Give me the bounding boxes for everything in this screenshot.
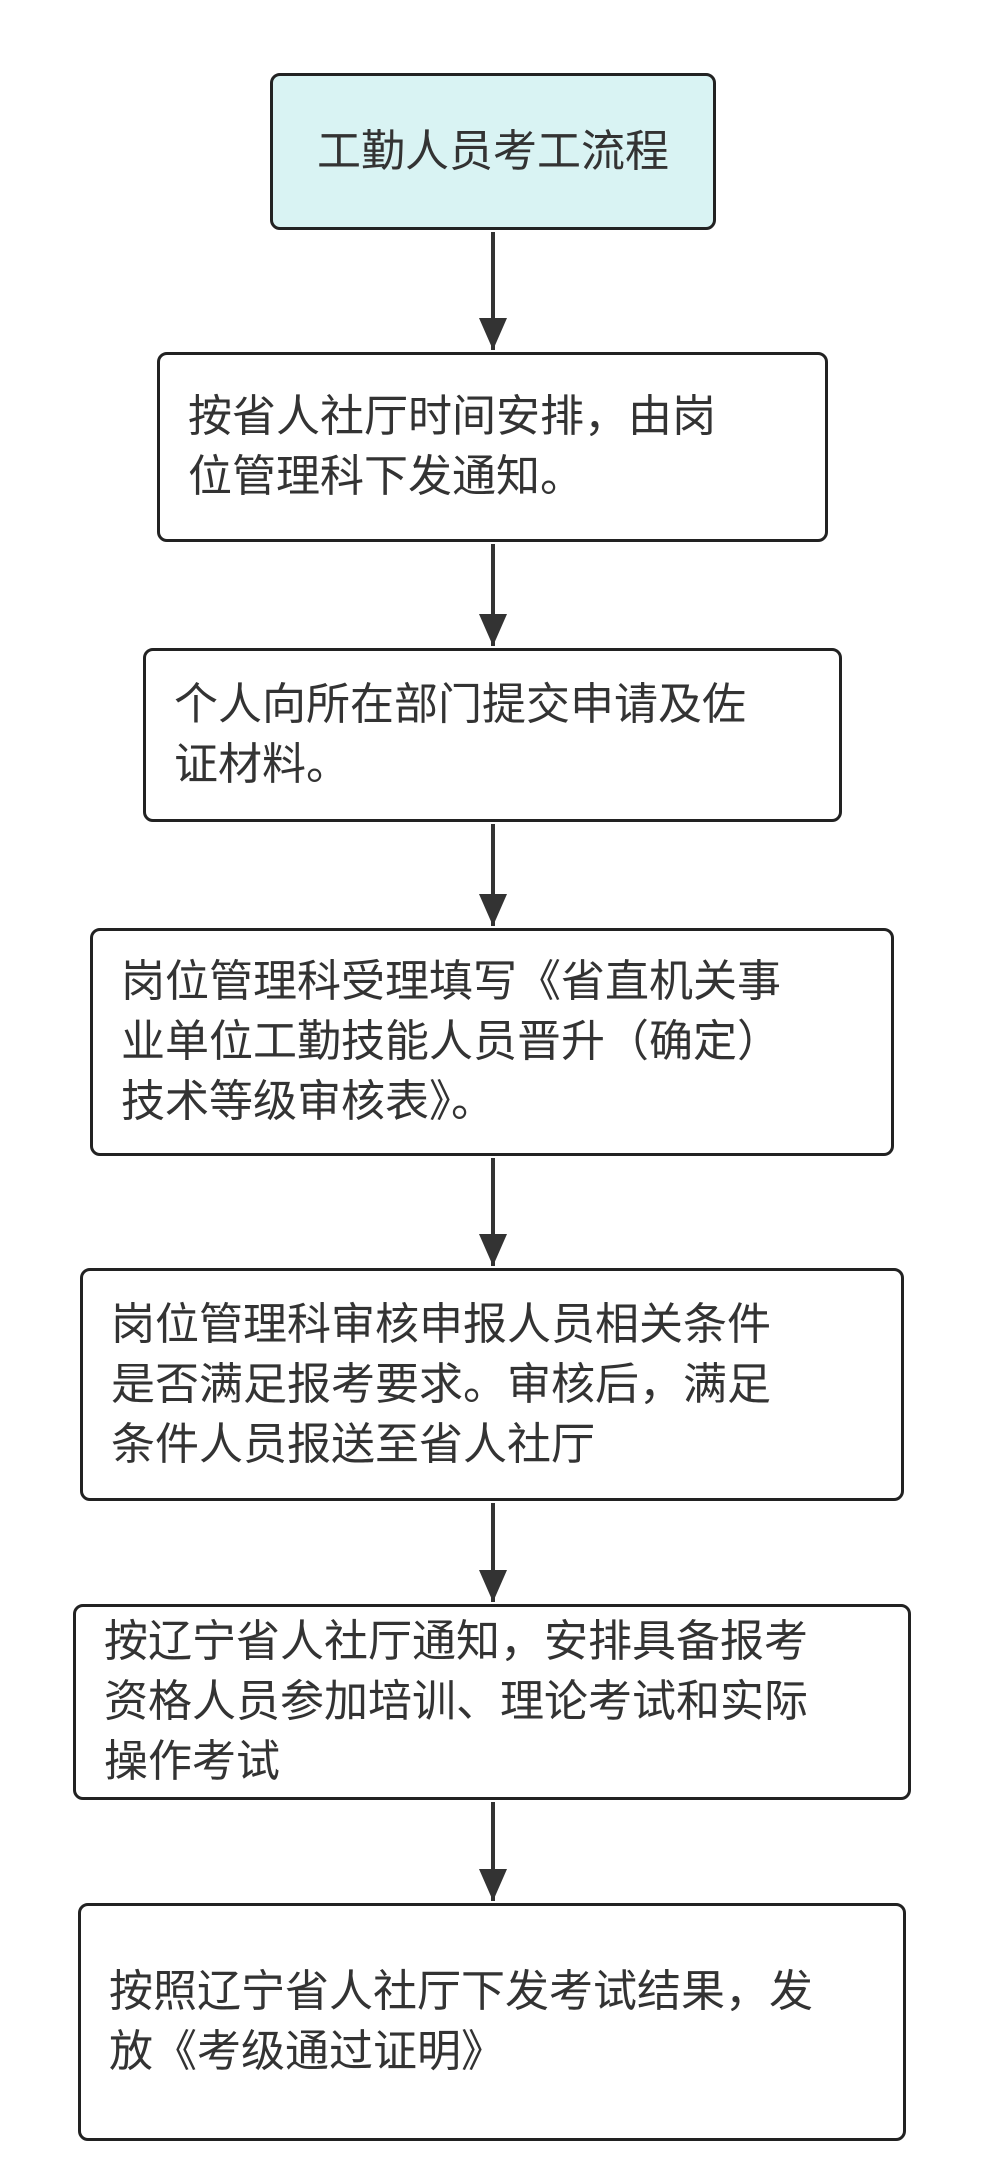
start-node: 工勤人员考工流程 bbox=[270, 73, 716, 230]
step-node-review: 岗位管理科审核申报人员相关条件 是否满足报考要求。审核后，满足 条件人员报送至省… bbox=[80, 1268, 904, 1501]
edge-step2-to-step3 bbox=[479, 824, 507, 926]
step-node-label: 按照辽宁省人社厅下发考试结果，发 放《考级通过证明》 bbox=[109, 1966, 813, 2077]
arrowhead-icon bbox=[479, 614, 507, 646]
edge-step3-to-step4 bbox=[479, 1158, 507, 1266]
arrowhead-icon bbox=[479, 1234, 507, 1266]
edge-start-to-step1 bbox=[479, 232, 507, 350]
step-node-label: 按省人社厅时间安排，由岗 位管理科下发通知。 bbox=[188, 391, 716, 502]
step-node-apply: 个人向所在部门提交申请及佐 证材料。 bbox=[143, 648, 842, 822]
step-node-label: 岗位管理科审核申报人员相关条件 是否满足报考要求。审核后，满足 条件人员报送至省… bbox=[111, 1298, 771, 1470]
step-node-accept-form: 岗位管理科受理填写《省直机关事 业单位工勤技能人员晋升（确定） 技术等级审核表》… bbox=[90, 928, 894, 1156]
arrowhead-icon bbox=[479, 1869, 507, 1901]
edge-step1-to-step2 bbox=[479, 544, 507, 646]
step-node-notice: 按省人社厅时间安排，由岗 位管理科下发通知。 bbox=[157, 352, 828, 542]
step-node-label: 个人向所在部门提交申请及佐 证材料。 bbox=[174, 679, 746, 790]
start-node-label: 工勤人员考工流程 bbox=[317, 125, 669, 177]
step-node-label: 按辽宁省人社厅通知，安排具备报考 资格人员参加培训、理论考试和实际 操作考试 bbox=[104, 1616, 808, 1787]
step-node-certificate: 按照辽宁省人社厅下发考试结果，发 放《考级通过证明》 bbox=[78, 1903, 906, 2141]
arrowhead-icon bbox=[479, 1570, 507, 1602]
arrowhead-icon bbox=[479, 318, 507, 350]
arrowhead-icon bbox=[479, 894, 507, 926]
step-node-label: 岗位管理科受理填写《省直机关事 业单位工勤技能人员晋升（确定） 技术等级审核表》… bbox=[121, 956, 781, 1127]
edge-step4-to-step5 bbox=[479, 1503, 507, 1602]
edge-step5-to-step6 bbox=[479, 1802, 507, 1901]
step-node-exam: 按辽宁省人社厅通知，安排具备报考 资格人员参加培训、理论考试和实际 操作考试 bbox=[73, 1604, 911, 1800]
